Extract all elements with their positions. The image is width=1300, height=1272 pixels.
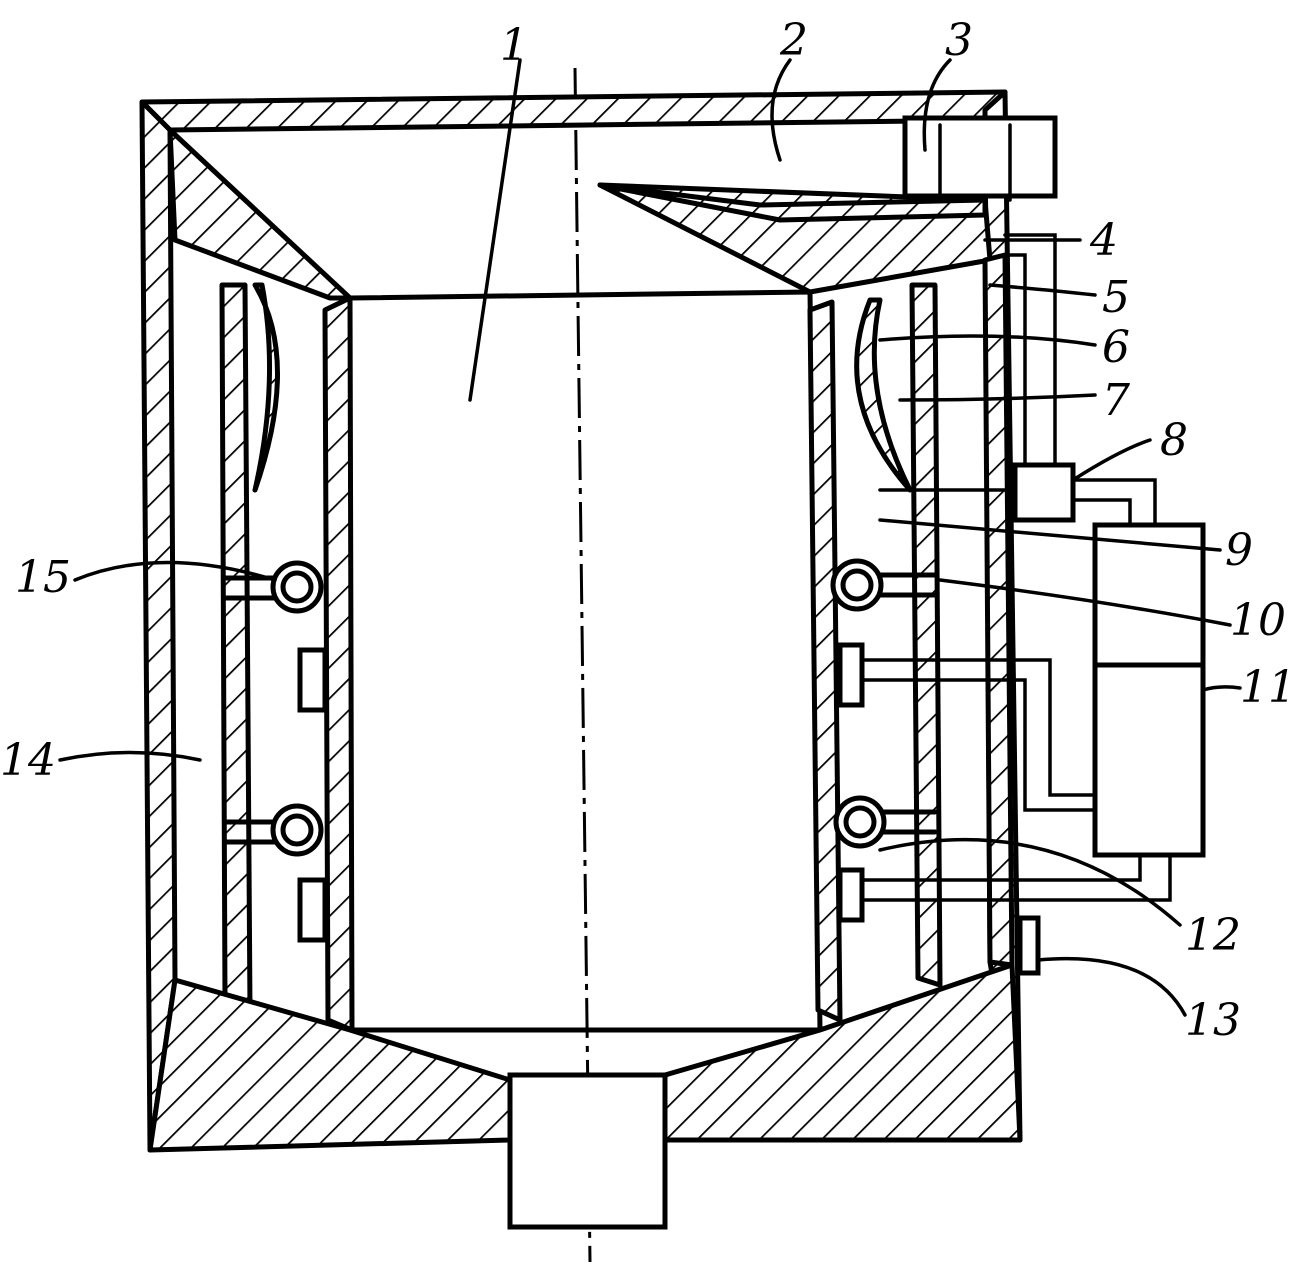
label-2: 2 bbox=[779, 15, 808, 66]
label-13: 13 bbox=[1185, 995, 1241, 1046]
label-4: 4 bbox=[1089, 215, 1118, 266]
right-nozzles bbox=[830, 558, 938, 923]
label-9: 9 bbox=[1225, 525, 1253, 576]
label-1: 1 bbox=[500, 20, 528, 71]
label-15: 15 bbox=[15, 552, 71, 603]
left-inner-wall-b bbox=[322, 295, 355, 1033]
piping bbox=[860, 233, 1172, 902]
bottom-outlet bbox=[507, 1072, 668, 1230]
sensor-13 bbox=[1017, 915, 1041, 976]
label-6: 6 bbox=[1102, 322, 1130, 373]
nozzle-ring-right-upper bbox=[830, 558, 884, 612]
nozzle-ring-right-lower bbox=[833, 795, 887, 849]
label-10: 10 bbox=[1230, 595, 1286, 646]
nozzle-ring-left-upper bbox=[270, 560, 324, 614]
top-plate bbox=[139, 89, 1008, 133]
top-inlet-box bbox=[902, 115, 1058, 199]
label-12: 12 bbox=[1185, 910, 1241, 961]
right-deflector bbox=[854, 297, 913, 493]
top-flow-guide bbox=[597, 182, 988, 223]
left-outer-wall bbox=[139, 99, 178, 1153]
left-upper-cone bbox=[167, 127, 353, 301]
label-8: 8 bbox=[1160, 415, 1188, 466]
label-3: 3 bbox=[945, 15, 973, 66]
part-labels: 1 2 3 4 5 6 7 8 9 10 11 12 13 14 15 bbox=[0, 15, 1296, 1046]
bottom-base-left bbox=[147, 977, 513, 1153]
left-inner-wall-a bbox=[219, 282, 253, 1013]
controller-11 bbox=[1092, 522, 1206, 858]
bottom-base-right bbox=[662, 962, 1023, 1143]
left-nozzles bbox=[222, 560, 328, 943]
right-inner-wall-c bbox=[982, 252, 1015, 968]
label-7: 7 bbox=[1102, 375, 1130, 426]
label-14: 14 bbox=[0, 735, 56, 786]
right-inner-wall-a bbox=[807, 299, 843, 1023]
leader-lines bbox=[58, 58, 1242, 1017]
valve-8 bbox=[1012, 462, 1076, 523]
main-chamber bbox=[347, 289, 823, 1033]
center-axis bbox=[573, 67, 592, 1263]
nozzle-ring-left-lower bbox=[270, 803, 324, 857]
label-11: 11 bbox=[1240, 662, 1296, 713]
label-5: 5 bbox=[1102, 272, 1130, 323]
left-deflector bbox=[252, 282, 280, 493]
